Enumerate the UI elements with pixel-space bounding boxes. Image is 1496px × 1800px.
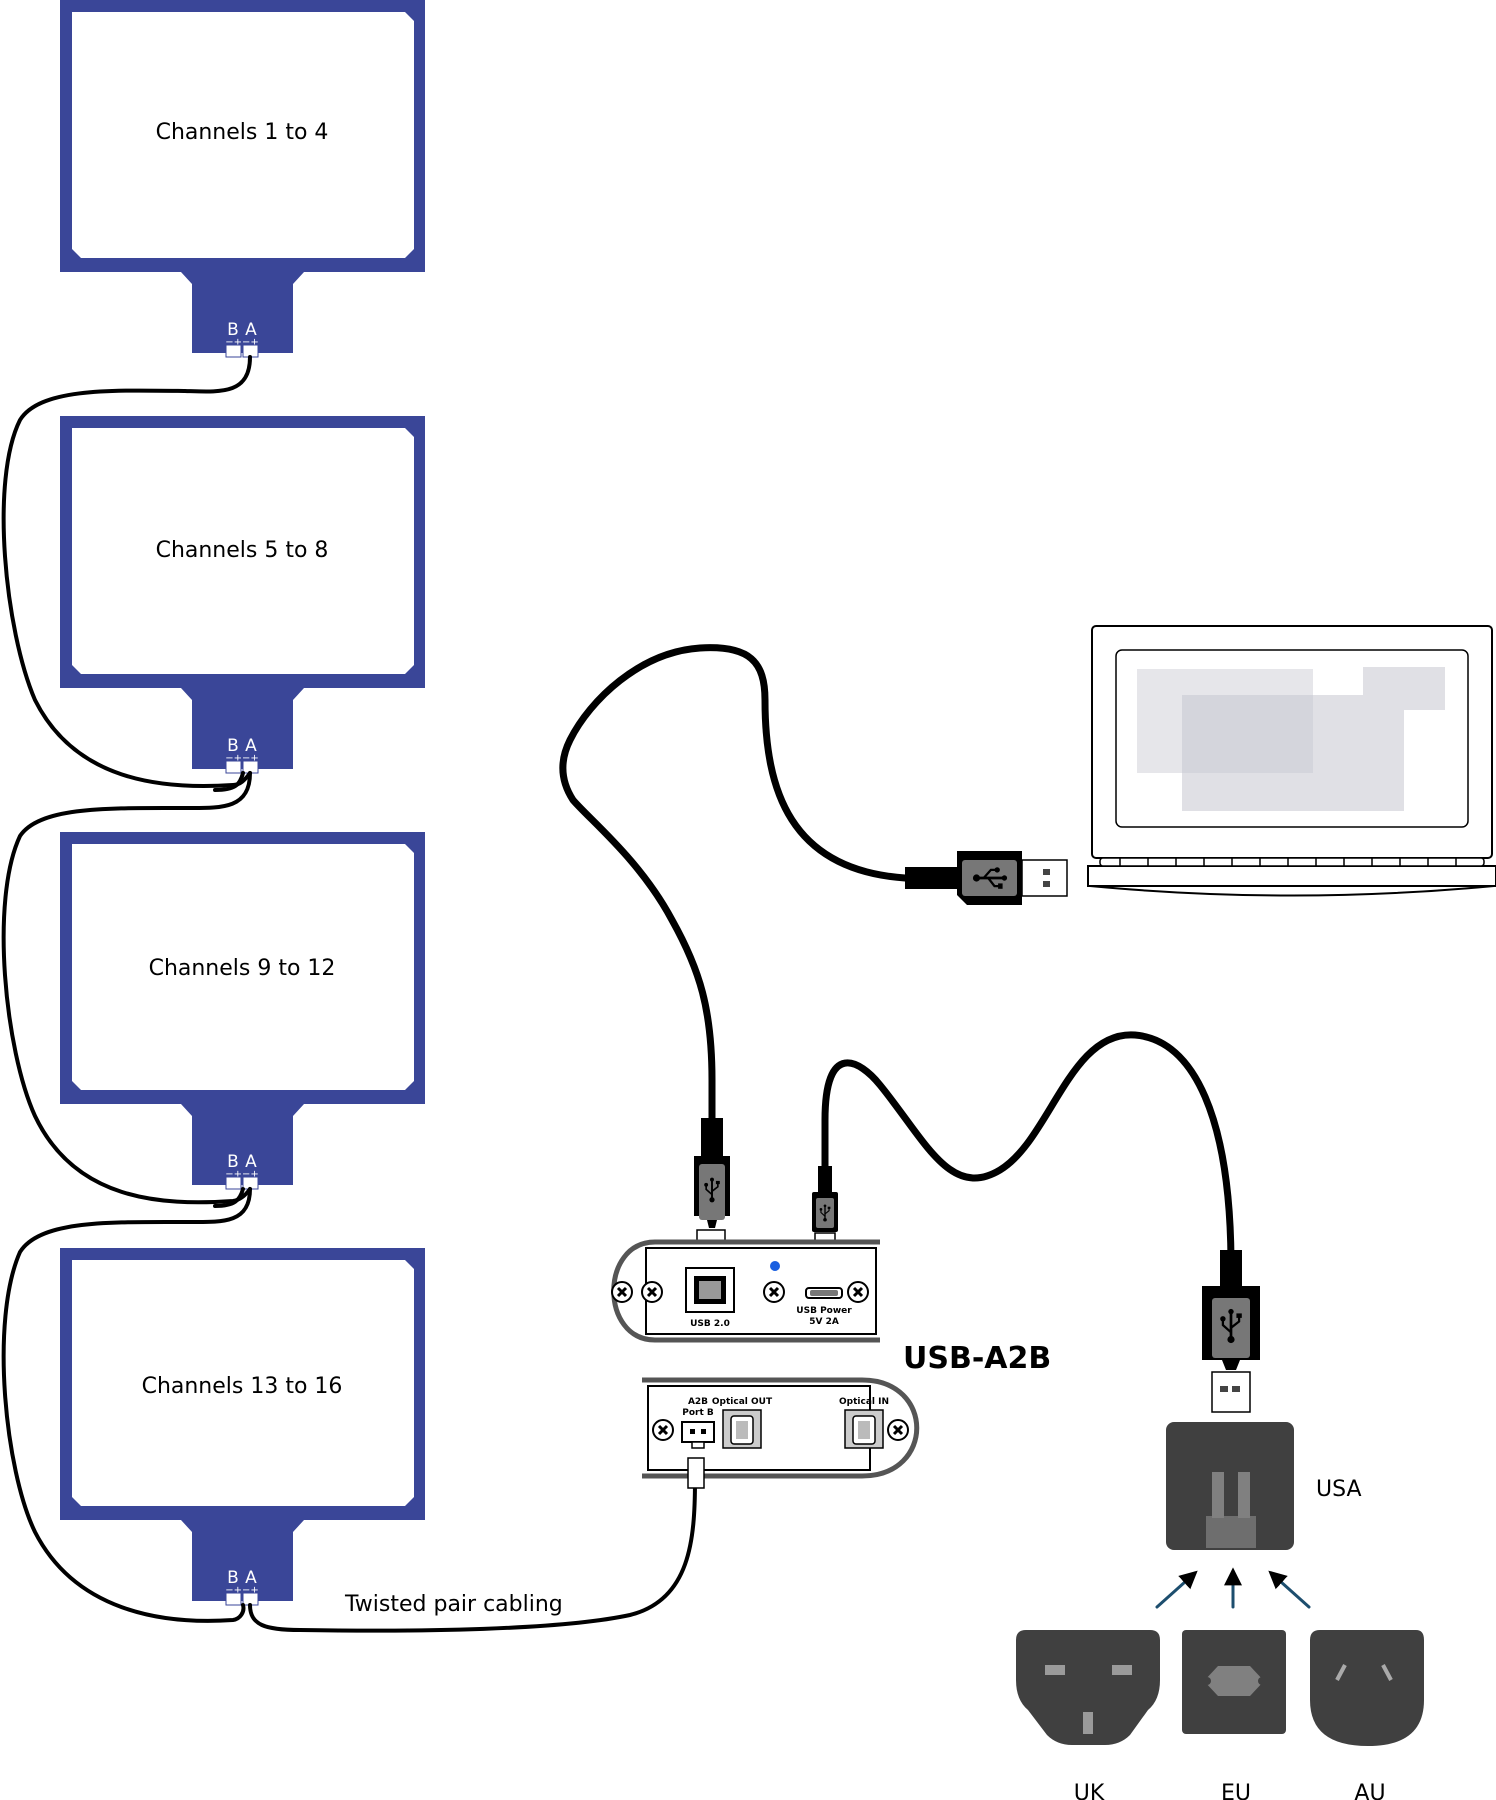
board-2-label: Channels 5 to 8 [156,538,329,563]
board-1-label: Channels 1 to 4 [156,120,329,145]
board-3: Channels 9 to 12 B A −+−+ [60,832,425,1190]
connector-b-label: B [227,320,239,340]
micro-usb-plug [812,1166,838,1253]
connector-polarity: −+−+ [225,337,259,348]
optical-in-label: Optical IN [839,1397,889,1407]
au-plug-icon [1310,1630,1424,1746]
a2b-port-sublabel: Port B [682,1408,714,1418]
board-3-label: Channels 9 to 12 [149,956,336,981]
usb-power-label: USB Power [796,1306,852,1316]
board-4-label: Channels 13 to 16 [142,1374,343,1399]
screw-icon [886,1418,910,1442]
micro-usb-port [805,1287,843,1299]
usb-a-plug-charger [1202,1250,1260,1413]
eu-plug-icon [1182,1630,1286,1734]
a2b-port-label: A2B [688,1397,708,1407]
connector-a-label: A [245,1568,257,1588]
power-adapter-icon [1166,1422,1294,1550]
usa-label: USA [1316,1477,1362,1502]
usb-data-cable [559,644,914,1124]
laptop-icon [1087,625,1496,897]
twisted-pair-cables [1,355,697,1633]
usb-power-rating: 5V 2A [809,1317,839,1327]
uk-plug-icon [1016,1630,1160,1745]
screw-icon [762,1280,786,1304]
board-4: Channels 13 to 16 B A −+−+ [60,1248,425,1606]
usb-b-plug [694,1118,730,1257]
usb-power-cable [821,1031,1235,1264]
usb-a2b-back-panel: A2B Port B Optical OUT Optical IN [642,1377,920,1489]
connector-a-label: A [245,1152,257,1172]
status-led [770,1261,780,1271]
au-label: AU [1354,1781,1385,1800]
connector-polarity: −+−+ [225,1585,259,1596]
connector-polarity: −+−+ [225,753,259,764]
device-name: USB-A2B [903,1341,1051,1376]
usb-b-port [685,1267,735,1313]
usb-port-label: USB 2.0 [690,1319,730,1329]
arrow-icon [1155,1567,1311,1609]
connector-polarity: −+−+ [225,1169,259,1180]
screw-icon [610,1280,634,1304]
screw-icon [846,1280,870,1304]
connector-a-label: A [245,320,257,340]
eu-label: EU [1221,1781,1251,1800]
board-2: Channels 5 to 8 B A −+−+ [60,416,425,774]
a2b-port [681,1421,715,1449]
uk-label: UK [1074,1781,1105,1800]
optical-out-port [722,1409,762,1449]
connector-b-label: B [227,1152,239,1172]
usb-a2b-front-panel: USB 2.0 USB Power 5V 2A [610,1239,880,1343]
connector-a-label: A [245,736,257,756]
connector-b-label: B [227,736,239,756]
a2b-cable-plug [687,1457,705,1489]
screw-icon [640,1280,664,1304]
optical-in-port [844,1409,884,1449]
usb-a-plug-laptop [905,851,1068,905]
optical-out-label: Optical OUT [712,1397,773,1407]
screw-icon [651,1418,675,1442]
twisted-pair-label: Twisted pair cabling [344,1592,563,1617]
board-1: Channels 1 to 4 B A −+−+ [60,0,425,358]
connector-b-label: B [227,1568,239,1588]
